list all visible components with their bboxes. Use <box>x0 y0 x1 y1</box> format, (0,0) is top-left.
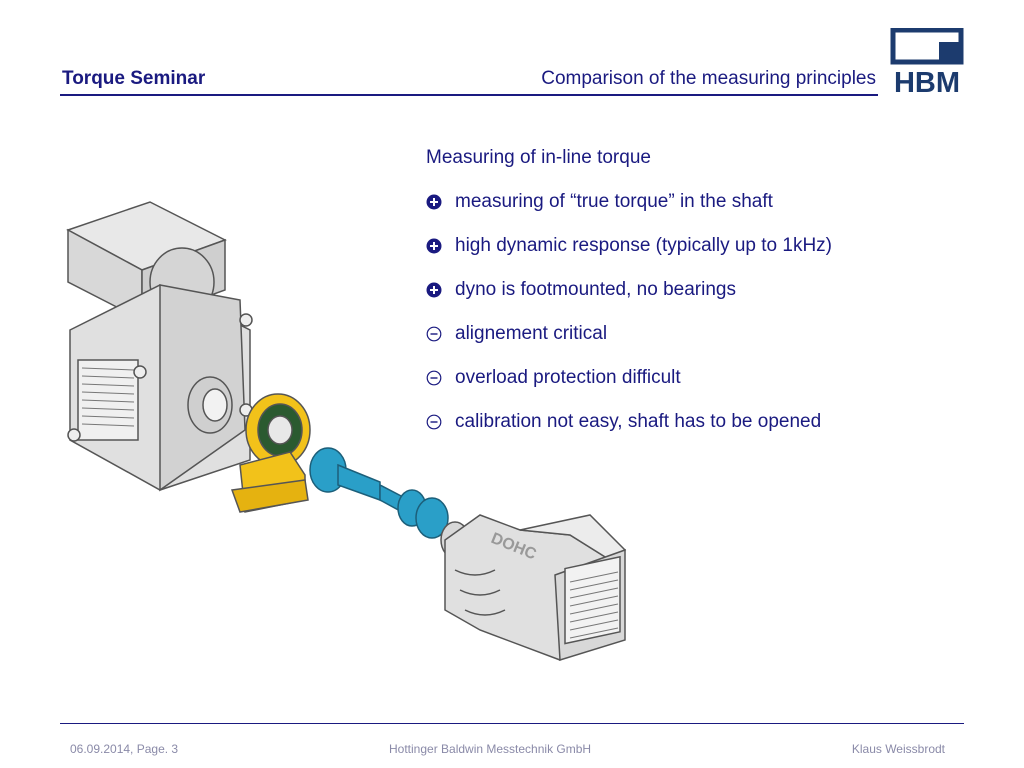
page-title: Torque Seminar <box>62 68 206 89</box>
footer-date-page: 06.09.2014, Page. 3 <box>70 742 179 756</box>
hbm-logo-icon: HBM <box>890 28 964 96</box>
electric-motor-dyno-icon <box>66 201 253 492</box>
list-item-text: measuring of “true torque” in the shaft <box>455 191 773 212</box>
test-bench-illustration: DOHC <box>66 201 627 661</box>
list-item: overload protection difficult <box>426 366 986 390</box>
list-item: alignement critical <box>426 322 986 346</box>
torque-flange-icon <box>230 393 311 513</box>
list-item-text: high dynamic response (typically up to 1… <box>455 235 833 256</box>
engine-icon: DOHC <box>440 514 627 661</box>
plus-circle-icon <box>426 194 442 210</box>
list-item: calibration not easy, shaft has to be op… <box>426 410 986 434</box>
list-heading: Measuring of in-line torque <box>426 147 651 168</box>
list-item-text: overload protection difficult <box>455 367 681 388</box>
minus-circle-icon <box>426 326 442 342</box>
comparison-list: Measuring of in-line torque measuring of… <box>426 146 986 454</box>
list-item: high dynamic response (typically up to 1… <box>426 234 986 258</box>
plus-circle-icon <box>426 282 442 298</box>
header-divider <box>60 94 878 96</box>
list-item: measuring of “true torque” in the shaft <box>426 190 986 214</box>
list-item-text: calibration not easy, shaft has to be op… <box>455 411 822 432</box>
list-item-text: alignement critical <box>455 323 608 344</box>
footer-company: Hottinger Baldwin Messtechnik GmbH <box>389 742 592 756</box>
page-subtitle: Comparison of the measuring principles <box>541 68 876 89</box>
list-item: dyno is footmounted, no bearings <box>426 278 986 302</box>
list-item-text: dyno is footmounted, no bearings <box>455 279 736 300</box>
plus-circle-icon <box>426 238 442 254</box>
list-items: measuring of “true torque” in the shaft h… <box>426 190 986 434</box>
drive-shaft-icon <box>309 447 449 539</box>
minus-circle-icon <box>426 370 442 386</box>
footer-divider <box>60 723 964 724</box>
logo-text: HBM <box>894 67 960 96</box>
footer-author: Klaus Weissbrodt <box>851 742 945 756</box>
minus-circle-icon <box>426 414 442 430</box>
